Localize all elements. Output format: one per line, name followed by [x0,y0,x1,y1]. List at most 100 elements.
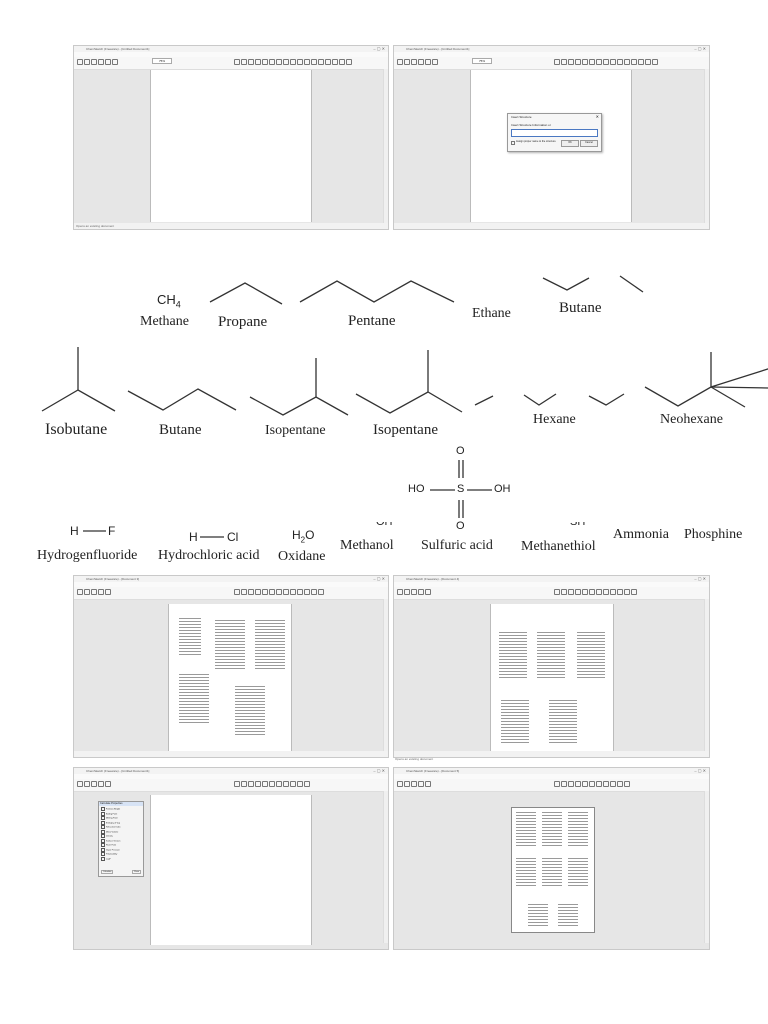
window-controls[interactable]: – ▢ ✕ [694,768,706,773]
window-controls[interactable]: – ▢ ✕ [373,768,385,773]
screenshot-properties-doc-2: ChemSketch (Freeware) - [Document 4] – ▢… [393,575,710,758]
property-item[interactable]: Polarizability [101,852,141,857]
property-item[interactable]: Enthalpy of Vap [101,820,141,826]
property-label: Melting Point [106,817,118,820]
status-bar [394,223,709,229]
hcl-h: H [189,530,198,544]
propane-label: Propane [218,314,268,330]
properties-text-block-4 [516,858,536,888]
hexane-bond-2 [523,393,557,406]
close-button[interactable]: Close [131,870,141,874]
property-item[interactable]: Boiling Point [101,811,141,817]
name-checkbox[interactable] [511,141,515,145]
hydrochloric-acid-label: Hydrochloric acid [158,548,260,563]
zoom-field[interactable]: 75% [472,58,493,64]
property-label: Molar Volume [106,831,119,834]
status-bar: Opens an existing document [74,223,388,229]
property-item[interactable]: Density [101,834,141,839]
properties-text-block-4 [179,674,209,725]
property-checkbox[interactable] [101,820,105,825]
property-checkbox[interactable] [101,807,105,811]
toolbar[interactable] [394,779,709,792]
hydrogen-fluoride-label: Hydrogenfluoride [37,548,138,563]
panel-title: Calculate Properties [99,802,143,806]
property-item[interactable]: Molar Volume [101,829,141,835]
zoom-field[interactable]: 75% [152,58,173,64]
methanol-oh: OH [376,522,393,528]
property-checkbox[interactable] [101,825,105,830]
window-controls[interactable]: – ▢ ✕ [373,46,385,51]
window-title: ChemSketch (Freeware) - [Untitled Docume… [406,47,470,51]
property-checkbox[interactable] [101,811,105,816]
methanol-oh-clip: OH [370,522,400,531]
property-checkbox[interactable] [101,816,105,821]
butane-structure [127,388,237,411]
water-formula: H2O [292,528,314,544]
properties-text-block-1 [516,812,536,848]
property-label: Boiling Point [106,813,118,816]
vertical-scrollbar[interactable] [383,69,388,223]
properties-text-block-1 [499,632,527,680]
sulfuric-o-bottom: O [456,520,465,532]
methane-formula-sub: 4 [175,299,181,310]
property-item[interactable]: Vapor Pressure [101,847,141,853]
property-label: Formula Weight [106,808,121,811]
property-checkbox[interactable] [101,829,105,834]
window-title: ChemSketch (Freeware) - [Document 4] [406,577,460,581]
water-formula-o: O [305,528,315,542]
sulfuric-oh: OH [494,483,511,495]
property-label: LogP [106,858,111,861]
document-page[interactable] [168,604,292,752]
screenshot-final-document: ChemSketch (Freeware) - [Document 5] – ▢… [393,767,710,950]
property-checkbox[interactable] [101,843,105,848]
document-page[interactable] [490,604,614,752]
property-checkbox[interactable] [101,852,105,857]
ok-button[interactable]: OK [561,140,579,147]
properties-text-block-2 [215,620,245,671]
propane-structure [209,282,283,305]
toolbar[interactable] [74,779,388,792]
toolbar[interactable] [394,587,709,600]
vertical-scrollbar[interactable] [704,69,709,223]
toolbar[interactable] [74,587,388,600]
ethane-label: Ethane [472,306,511,321]
property-item[interactable]: Melting Point [101,816,141,821]
properties-text-block-7 [528,904,548,928]
butane-top-label: Butane [559,300,602,316]
structure-input[interactable] [511,129,598,137]
property-checkbox[interactable] [101,838,105,843]
vertical-scrollbar[interactable] [704,599,709,751]
window-controls[interactable]: – ▢ ✕ [694,576,706,581]
property-item[interactable]: Formula Weight [101,807,141,812]
window-title: ChemSketch (Freeware) - [Untitled Docume… [86,47,150,51]
window-controls[interactable]: – ▢ ✕ [373,576,385,581]
properties-text-block-4 [501,700,529,745]
properties-text-block-6 [568,858,588,888]
property-checkbox[interactable] [101,856,105,861]
window-controls[interactable]: – ▢ ✕ [694,46,706,51]
status-bar [74,751,388,757]
butane-top-structure [542,277,590,291]
document-page[interactable] [150,70,312,222]
property-checkbox[interactable] [101,834,105,839]
property-checkbox[interactable] [101,847,105,852]
calculate-button[interactable]: Calculate [101,870,114,874]
toolbar[interactable]: 75% [394,57,709,70]
document-page[interactable] [150,795,312,945]
property-label: Enthalpy of Vap [106,822,120,825]
property-item[interactable]: Surface Tension [101,838,141,844]
dialog-close-icon[interactable]: ✕ [595,114,599,119]
toolbar[interactable]: 75% [74,57,388,70]
property-item[interactable]: Refractive Index [101,825,141,830]
vertical-scrollbar[interactable] [704,791,709,943]
cancel-button[interactable]: Cancel [580,140,598,147]
isopentane-2-structure [355,391,463,414]
window-title: ChemSketch (Freeware) - [Untitled Docume… [86,769,150,773]
property-item[interactable]: Flash Point [101,843,141,848]
window-title: ChemSketch (Freeware) - [Document 3] [86,577,140,581]
vertical-scrollbar[interactable] [383,599,388,751]
property-item[interactable]: LogP [101,856,141,862]
vertical-scrollbar[interactable] [383,791,388,943]
document-page[interactable] [511,807,595,933]
